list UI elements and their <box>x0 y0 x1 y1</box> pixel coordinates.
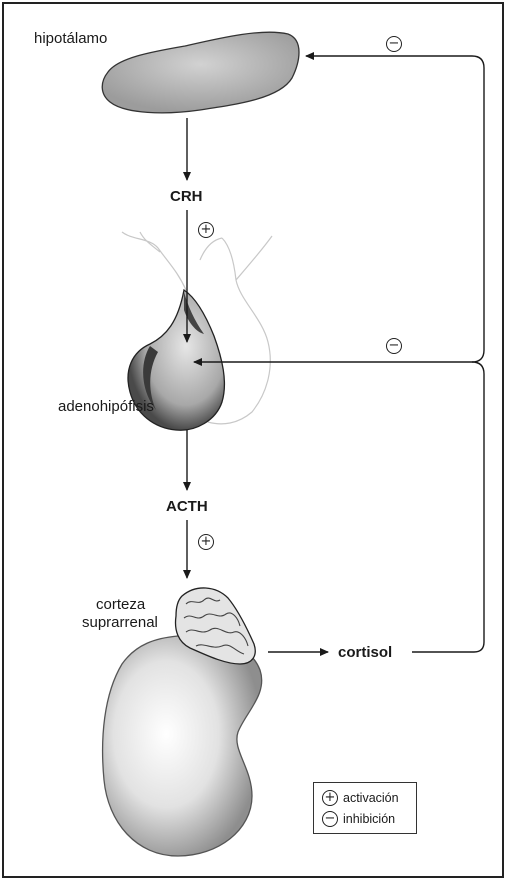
legend-inhibition-label: inhibición <box>343 812 395 826</box>
adrenal-cortex-label-line2: suprarrenal <box>82 614 158 631</box>
figure-border <box>3 3 503 877</box>
hypothalamus-label: hipotálamo <box>34 30 107 47</box>
plus-icon: + <box>198 222 214 238</box>
minus-icon: − <box>386 338 402 354</box>
plus-icon: + <box>198 534 214 550</box>
feedback-line-to-pituitary <box>194 362 484 652</box>
acth-label: ACTH <box>166 498 208 515</box>
cortisol-label: cortisol <box>338 644 392 661</box>
legend-row-inhibition: − inhibición <box>322 810 395 828</box>
hypothalamus-shape <box>102 32 299 113</box>
crh-label: CRH <box>170 188 203 205</box>
adrenal-cortex-label-line1: corteza <box>96 596 145 613</box>
adenohypophysis-label: adenohipófisis <box>58 398 154 415</box>
feedback-line-to-hypothalamus <box>306 56 484 362</box>
legend-row-activation: + activación <box>322 789 399 807</box>
legend: + activación − inhibición <box>313 782 417 834</box>
legend-activation-label: activación <box>343 791 399 805</box>
minus-icon: − <box>386 36 402 52</box>
kidney-shape <box>103 635 262 856</box>
minus-icon: − <box>322 811 338 827</box>
plus-icon: + <box>322 790 338 806</box>
